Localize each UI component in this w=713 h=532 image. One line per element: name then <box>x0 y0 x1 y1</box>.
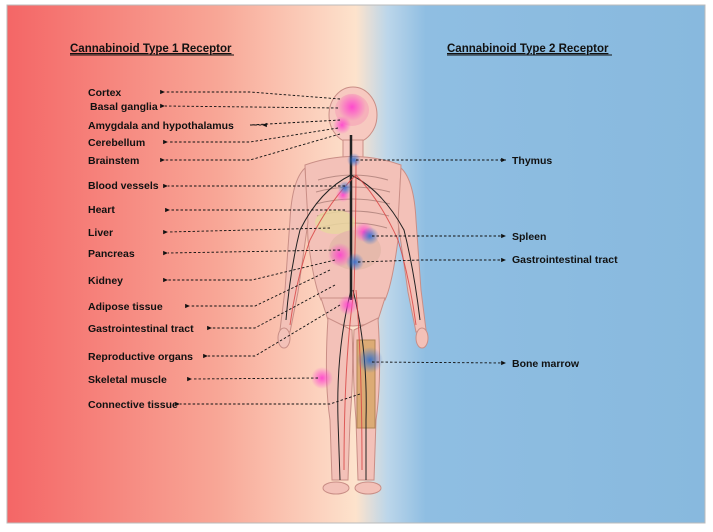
label-thymus: Thymus <box>512 155 552 167</box>
label-spleen: Spleen <box>512 231 546 243</box>
right-hand <box>415 327 429 349</box>
label-reproductive-organs: Reproductive organs <box>88 351 193 363</box>
label-cortex: Cortex <box>88 87 121 99</box>
label-gi-tract-cb1: Gastrointestinal tract <box>88 323 194 335</box>
label-kidney: Kidney <box>88 275 123 287</box>
cb1-labels: Cortex Basal ganglia Amygdala and hypoth… <box>88 87 234 411</box>
label-basal-ganglia: Basal ganglia <box>90 101 158 113</box>
label-cerebellum: Cerebellum <box>88 137 145 149</box>
right-arm <box>397 166 427 333</box>
left-hand <box>277 327 291 349</box>
cb2-header: Cannabinoid Type 2 Receptor <box>447 43 609 55</box>
label-pancreas: Pancreas <box>88 248 135 260</box>
label-liver: Liver <box>88 227 113 239</box>
cb2-labels: Thymus Spleen Gastrointestinal tract Bon… <box>512 155 618 370</box>
label-gi-tract-cb2: Gastrointestinal tract <box>512 254 618 266</box>
label-skeletal-muscle: Skeletal muscle <box>88 374 167 386</box>
label-blood-vessels: Blood vessels <box>88 180 159 192</box>
label-connective-tissue: Connective tissue <box>88 399 178 411</box>
label-amygdala-hypothalamus: Amygdala and hypothalamus <box>88 120 234 132</box>
label-adipose-tissue: Adipose tissue <box>88 301 163 313</box>
cb1-arrows <box>160 89 361 407</box>
label-bone-marrow: Bone marrow <box>512 358 580 370</box>
label-heart: Heart <box>88 204 115 216</box>
cb2-arrows <box>356 157 507 366</box>
left-foot <box>322 481 350 495</box>
liver-organ <box>315 210 355 234</box>
cb1-header: Cannabinoid Type 1 Receptor <box>70 43 232 55</box>
right-foot <box>354 481 382 495</box>
label-brainstem: Brainstem <box>88 155 139 167</box>
cb2-highlights <box>338 153 383 373</box>
